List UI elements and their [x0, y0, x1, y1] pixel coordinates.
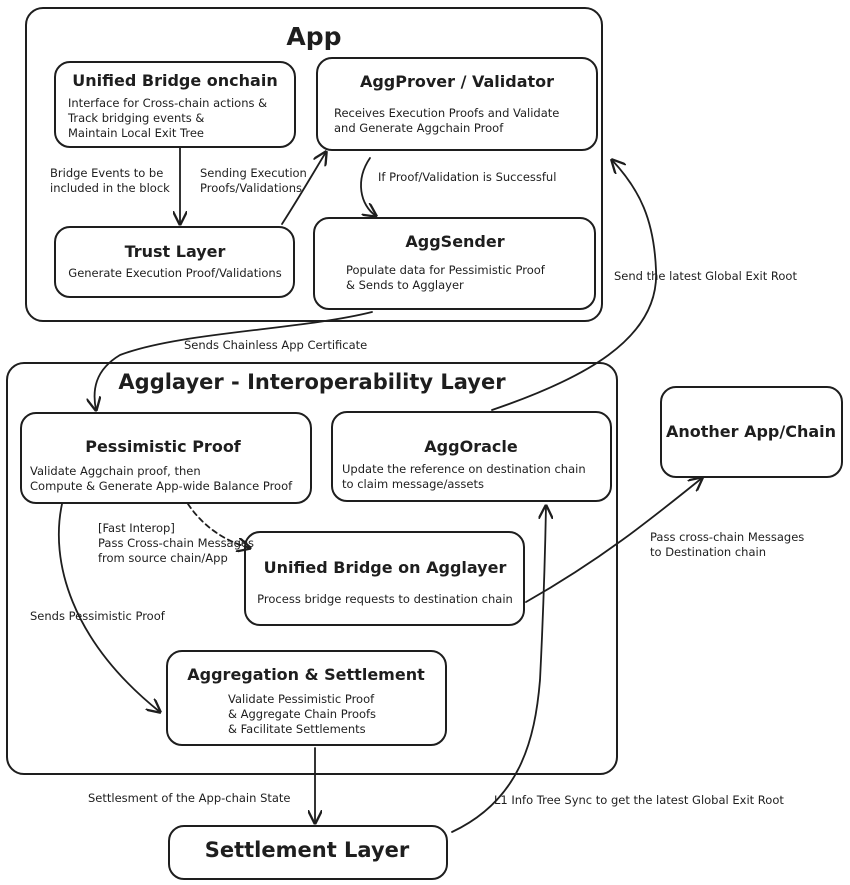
pessimistic-proof-line-2: Compute & Generate App-wide Balance Proo…: [30, 479, 293, 493]
aggprover-desc: Receives Execution Proofs and Validate a…: [334, 106, 559, 136]
label-sending-execution-line-2: Proofs/Validations: [200, 181, 302, 195]
aggregation-line-3: & Facilitate Settlements: [228, 722, 366, 736]
app-container: [25, 7, 603, 322]
label-send-global-exit-root: Send the latest Global Exit Root: [614, 269, 797, 283]
unified-bridge-agglayer-box: [244, 531, 525, 626]
arrow-trust-to-aggprover: [281, 152, 326, 225]
aggsender-desc: Populate data for Pessimistic Proof & Se…: [346, 263, 545, 293]
label-fast-interop-line-1: [Fast Interop]: [98, 521, 175, 535]
aggprover-line-1: Receives Execution Proofs and Validate: [334, 106, 560, 120]
unified-bridge-agglayer-title: Unified Bridge on Agglayer: [263, 558, 507, 577]
arrow-aggprover-to-aggsender: [360, 157, 376, 216]
label-fast-interop: [Fast Interop] Pass Cross-chain Messages…: [98, 521, 254, 566]
label-sends-pessimistic-proof: Sends Pessimistic Proof: [30, 609, 165, 623]
unified-bridge-onchain-title: Unified Bridge onchain: [72, 71, 278, 90]
agglayer-container: [6, 362, 618, 775]
pessimistic-proof-desc: Validate Aggchain proof, then Compute & …: [30, 464, 292, 494]
unified-bridge-onchain-desc: Interface for Cross-chain actions & Trac…: [68, 96, 267, 141]
label-pass-cross-chain-line-1: Pass cross-chain Messages: [650, 530, 805, 544]
label-bridge-events: Bridge Events to be included in the bloc…: [50, 166, 170, 196]
unified-bridge-onchain-line-3: Maintain Local Exit Tree: [68, 126, 205, 140]
aggoracle-desc: Update the reference on destination chai…: [342, 462, 586, 492]
settlement-layer-box: [168, 825, 448, 880]
unified-bridge-onchain-line-2: Track bridging events &: [68, 111, 205, 125]
aggoracle-title: AggOracle: [424, 437, 518, 456]
label-bridge-events-line-1: Bridge Events to be: [50, 166, 164, 180]
aggprover-title: AggProver / Validator: [359, 72, 555, 91]
aggsender-line-1: Populate data for Pessimistic Proof: [346, 263, 545, 277]
another-app-chain-box: [660, 386, 843, 478]
label-if-proof-successful: If Proof/Validation is Successful: [378, 170, 557, 184]
label-pass-cross-chain: Pass cross-chain Messages to Destination…: [650, 530, 804, 560]
trust-layer-box: [54, 226, 295, 298]
aggsender-title: AggSender: [405, 232, 505, 251]
unified-bridge-agglayer-desc: Process bridge requests to destination c…: [257, 592, 513, 606]
label-fast-interop-line-3: from source chain/App: [98, 551, 228, 565]
aggregation-line-1: Validate Pessimistic Proof: [228, 692, 375, 706]
aggoracle-line-2: to claim message/assets: [342, 477, 484, 491]
pessimistic-proof-box: [20, 412, 312, 504]
label-settlement-state: Settlesment of the App-chain State: [88, 791, 291, 805]
arrow-settlement-to-aggoracle: [451, 506, 546, 833]
another-app-chain-title: Another App/Chain: [665, 422, 837, 441]
settlement-layer-title: Settlement Layer: [204, 838, 410, 862]
aggprover-box: [316, 57, 598, 151]
pessimistic-proof-line-1: Validate Aggchain proof, then: [30, 464, 201, 478]
label-fast-interop-line-2: Pass Cross-chain Messages: [98, 536, 254, 550]
aggregation-settlement-title: Aggregation & Settlement: [187, 665, 425, 684]
agglayer-title: Agglayer - Interoperability Layer: [118, 370, 506, 394]
aggoracle-box: [331, 411, 612, 502]
unified-bridge-onchain-line-1: Interface for Cross-chain actions &: [68, 96, 268, 110]
aggoracle-line-1: Update the reference on destination chai…: [342, 462, 586, 476]
label-l1-info-tree-sync: L1 Info Tree Sync to get the latest Glob…: [494, 793, 784, 807]
aggprover-line-2: and Generate Aggchain Proof: [334, 121, 504, 135]
label-bridge-events-line-2: included in the block: [50, 181, 170, 195]
label-sending-execution-line-1: Sending Execution: [200, 166, 307, 180]
arrow-pessimistic-to-aggregation: [57, 503, 160, 712]
unified-bridge-onchain-box: [54, 61, 296, 148]
arrow-bridge-to-another-chain: [525, 478, 702, 603]
arrow-aggsender-to-pessimistic: [95, 311, 373, 410]
label-sending-execution: Sending Execution Proofs/Validations: [200, 166, 307, 196]
aggregation-settlement-desc: Validate Pessimistic Proof & Aggregate C…: [228, 692, 376, 737]
aggregation-line-2: & Aggregate Chain Proofs: [228, 707, 377, 721]
arrow-aggoracle-to-app-ger: [491, 160, 657, 411]
label-sends-chainless-certificate: Sends Chainless App Certificate: [184, 338, 368, 352]
aggsender-line-2: & Sends to Agglayer: [346, 278, 464, 292]
pessimistic-proof-title: Pessimistic Proof: [85, 437, 241, 456]
app-title: App: [286, 22, 342, 51]
arrow-pessimistic-fast-interop: [187, 503, 250, 548]
trust-layer-desc: Generate Execution Proof/Validations: [68, 266, 282, 280]
label-pass-cross-chain-line-2: to Destination chain: [650, 545, 766, 559]
aggregation-settlement-box: [166, 650, 447, 746]
trust-layer-title: Trust Layer: [124, 242, 226, 261]
aggsender-box: [313, 217, 596, 310]
